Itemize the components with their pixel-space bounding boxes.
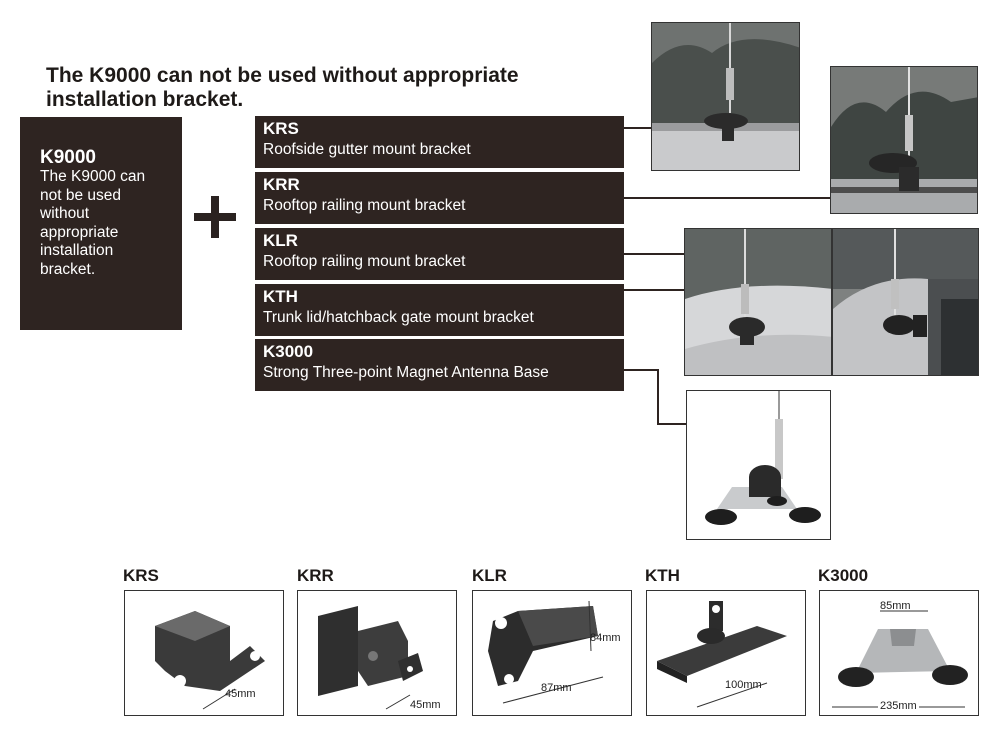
bar-description: Roofside gutter mount bracket (263, 141, 471, 158)
k9000-panel: K9000 The K9000 can not be used without … (20, 117, 182, 330)
k3000-product-photo (686, 390, 831, 540)
dimension-label: 45mm (225, 688, 256, 700)
bracket-image-klr: 84mm 87mm (472, 590, 632, 716)
k9000-description: The K9000 can not be used without approp… (40, 168, 146, 278)
dimension-label: 87mm (541, 682, 572, 694)
kth-install-photo (832, 228, 979, 376)
dimension-label: 45mm (410, 699, 441, 711)
bar-code: K3000 (263, 342, 314, 361)
bar-klr: KLR Rooftop railing mount bracket (255, 228, 624, 280)
klr-install-photo (684, 228, 832, 376)
k9000-title: K9000 (40, 147, 96, 168)
bar-code: KLR (263, 231, 298, 250)
bar-k3000: K3000 Strong Three-point Magnet Antenna … (255, 339, 624, 391)
bracket-label-klr: KLR (472, 566, 507, 585)
bracket-image-k3000: 85mm 235mm (819, 590, 979, 716)
bar-description: Rooftop railing mount bracket (263, 253, 466, 270)
krr-install-photo (830, 66, 978, 214)
bar-description: Strong Three-point Magnet Antenna Base (263, 364, 549, 381)
bracket-label-k3000: K3000 (818, 566, 869, 585)
bracket-label-kth: KTH (645, 566, 680, 585)
bracket-label-krs: KRS (123, 566, 159, 585)
bracket-label-krr: KRR (297, 566, 334, 585)
krs-install-photo (651, 22, 800, 171)
bracket-image-krs: 45mm (124, 590, 284, 716)
bar-kth: KTH Trunk lid/hatchback gate mount brack… (255, 284, 624, 336)
plus-icon (194, 196, 236, 238)
bar-krs: KRS Roofside gutter mount bracket (255, 116, 624, 168)
bar-code: KRR (263, 175, 300, 194)
bar-code: KTH (263, 287, 298, 306)
bar-code: KRS (263, 119, 299, 138)
bar-description: Trunk lid/hatchback gate mount bracket (263, 309, 534, 326)
bracket-image-krr: 45mm (297, 590, 457, 716)
bracket-image-kth: 100mm (646, 590, 806, 716)
dimension-label: 235mm (878, 700, 919, 712)
bar-description: Rooftop railing mount bracket (263, 197, 466, 214)
dimension-label: 100mm (725, 679, 762, 691)
headline: The K9000 can not be used without approp… (46, 64, 519, 111)
dimension-label: 84mm (590, 632, 621, 644)
bar-krr: KRR Rooftop railing mount bracket (255, 172, 624, 224)
dimension-label: 85mm (880, 600, 911, 612)
